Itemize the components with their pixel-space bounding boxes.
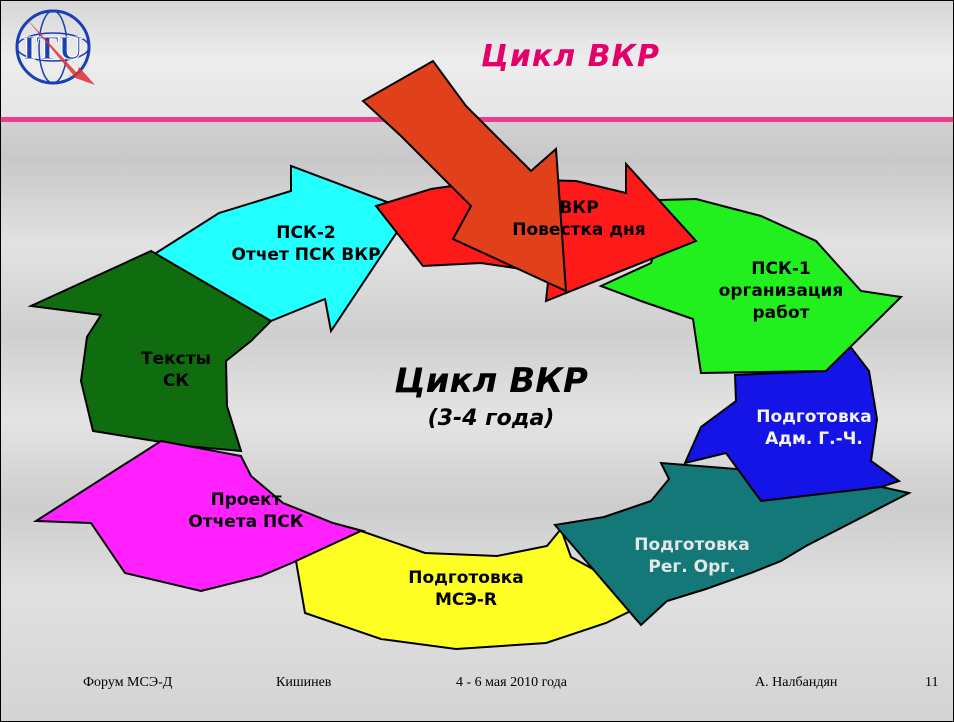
segment-1-line2: Повестка дня <box>512 220 646 240</box>
title-band <box>1 1 953 119</box>
segment-7-line1: Тексты <box>141 349 211 369</box>
segment-4 <box>553 461 912 627</box>
segment-6-line1: Проект <box>210 490 282 510</box>
segment-6 <box>32 439 366 593</box>
footer-city: Кишинев <box>276 675 332 690</box>
segment-3-label: Подготовка Адм. Г.-Ч. <box>729 406 899 450</box>
segment-2-line3: работ <box>752 303 810 323</box>
segment-5-line2: МСЭ-R <box>434 590 497 610</box>
segment-8-label: ПСК-2 Отчет ПСК ВКР <box>196 222 416 266</box>
segment-8-line2: Отчет ПСК ВКР <box>231 245 381 265</box>
segment-6-line2: Отчета ПСК <box>188 512 304 532</box>
input-arrow <box>361 59 568 293</box>
segment-5-label: Подготовка МСЭ-R <box>371 567 561 611</box>
segment-2-line1: ПСК-1 <box>751 259 811 279</box>
segment-6-label: Проект Отчета ПСК <box>161 489 331 533</box>
segment-4-line2: Рег. Орг. <box>648 557 736 577</box>
segment-2-line2: организация <box>718 281 844 301</box>
segment-3-line1: Подготовка <box>756 407 872 427</box>
segment-7 <box>27 249 273 453</box>
segment-5 <box>294 527 654 651</box>
slide-title: Цикл ВКР <box>481 39 661 74</box>
center-title: Цикл ВКР <box>394 361 588 401</box>
segment-7-line2: СК <box>162 371 190 391</box>
footer-dates: 4 - 6 мая 2010 года <box>456 675 567 690</box>
segment-7-label: Тексты СК <box>121 348 231 392</box>
segment-8-line1: ПСК-2 <box>276 223 336 243</box>
footer-page-number: 11 <box>925 675 939 690</box>
segment-2-label: ПСК-1 организация работ <box>711 258 851 324</box>
segment-5-line1: Подготовка <box>408 568 524 588</box>
footer-author: А. Налбандян <box>755 675 838 690</box>
footer-forum: Форум МСЭ-Д <box>83 675 173 690</box>
segment-1-line1: ВКР <box>559 198 599 218</box>
center-subtitle: (3-4 года) <box>427 406 555 431</box>
segment-3-line2: Адм. Г.-Ч. <box>765 429 863 449</box>
segment-4-line1: Подготовка <box>634 535 750 555</box>
segment-4-label: Подготовка Рег. Орг. <box>607 534 777 578</box>
segment-1-label: ВКР Повестка дня <box>489 197 669 241</box>
itu-logo: ITU <box>15 9 95 85</box>
